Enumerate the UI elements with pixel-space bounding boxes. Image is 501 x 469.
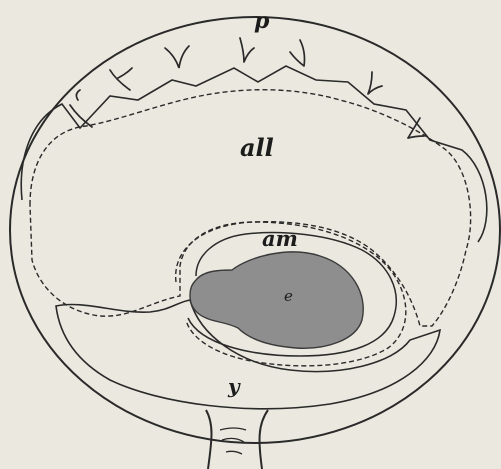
- label-amnion: am: [262, 228, 298, 249]
- label-embryo: e: [284, 289, 293, 304]
- embryo-body: [190, 252, 363, 348]
- label-allantois: all: [240, 136, 274, 160]
- label-placenta: p: [254, 10, 269, 32]
- label-yolk-sac: y: [228, 376, 240, 396]
- placental-villi: [70, 38, 424, 138]
